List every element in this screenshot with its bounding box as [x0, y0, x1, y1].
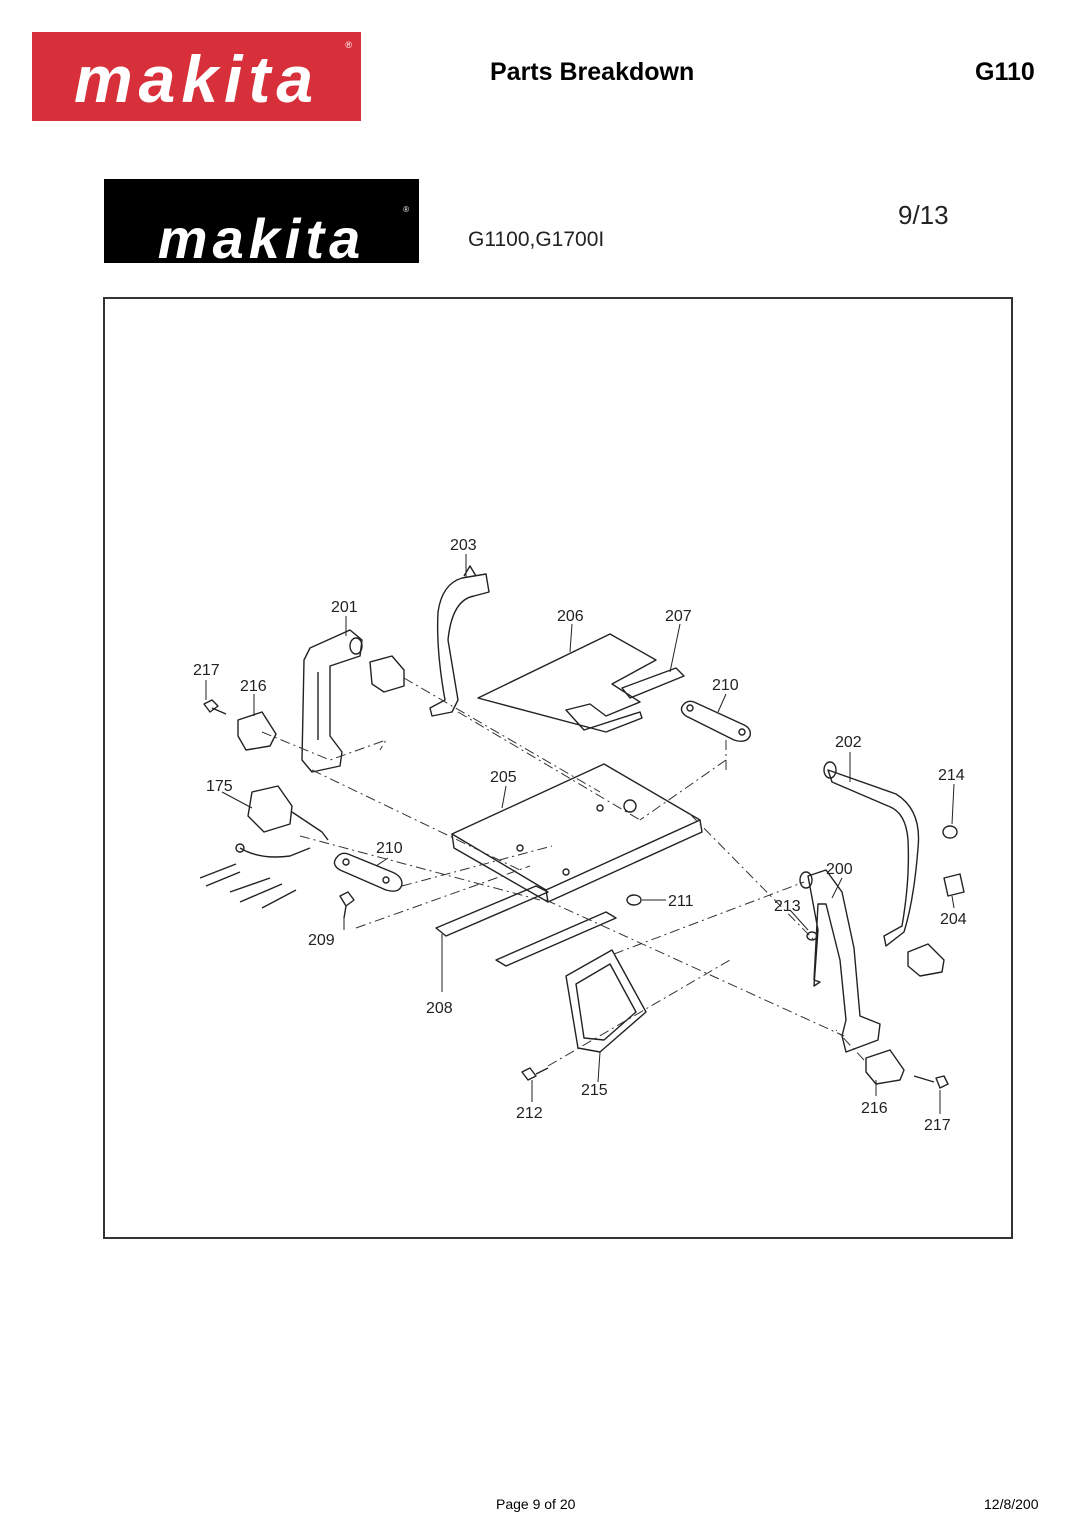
- part-label-175: 175: [206, 778, 233, 795]
- part-214-nut: [942, 825, 958, 839]
- part-215-panel: [565, 949, 647, 1053]
- part-label-201: 201: [331, 599, 358, 616]
- logo-wordmark-diagram: makita: [157, 207, 366, 264]
- part-216-block-left: [237, 711, 277, 751]
- part-200-right-frame: [799, 869, 881, 1053]
- part-label-208: 208: [426, 1000, 453, 1017]
- part-label-205: 205: [490, 769, 517, 786]
- part-175-component: [199, 785, 329, 909]
- part-label-217-left: 217: [193, 662, 220, 679]
- part-label-216-right: 216: [861, 1100, 888, 1117]
- part-210-link-upper: [680, 700, 752, 743]
- part-label-202: 202: [835, 734, 862, 751]
- part-label-206: 206: [557, 608, 584, 625]
- part-217-bolt-left: [203, 699, 227, 715]
- model-list: G1100,G1700I: [468, 228, 605, 251]
- part-label-215: 215: [581, 1082, 608, 1099]
- part-label-209: 209: [308, 932, 335, 949]
- part-211-nut: [626, 894, 642, 906]
- footer-page-number: Page 9 of 20: [496, 1496, 576, 1512]
- leader-lines: [205, 554, 955, 1114]
- part-209-bolt: [339, 891, 355, 919]
- footer-date: 12/8/200: [984, 1496, 1039, 1512]
- logo-wordmark: makita: [73, 42, 320, 116]
- part-204-block: [907, 943, 945, 977]
- part-label-214: 214: [938, 767, 965, 784]
- part-213-nut: [806, 931, 818, 941]
- part-208-strips: [435, 885, 617, 967]
- assembly-lines: [261, 677, 865, 1067]
- part-label-212: 212: [516, 1105, 543, 1122]
- part-206-plate: [477, 633, 657, 733]
- part-207-strip: [621, 667, 685, 699]
- part-label-217-right: 217: [924, 1117, 951, 1134]
- part-label-211: 211: [668, 893, 694, 910]
- part-label-216-left: 216: [240, 678, 267, 695]
- makita-logo-diagram: makita ®: [104, 179, 419, 263]
- page-title: Parts Breakdown: [490, 58, 695, 86]
- part-203-handle-strap: [429, 565, 490, 717]
- part-label-207: 207: [665, 608, 692, 625]
- part-label-210-upper: 210: [712, 677, 739, 694]
- registered-mark-icon: ®: [403, 205, 409, 214]
- part-label-210-lower: 210: [376, 840, 403, 857]
- part-217-bolt-right: [913, 1075, 949, 1089]
- part-212-bolt: [521, 1067, 549, 1081]
- parts-diagram-frame: [103, 297, 1013, 1239]
- part-202-handle-strap: [823, 761, 920, 947]
- registered-mark-icon: ®: [345, 40, 352, 50]
- makita-logo: makita ®: [32, 32, 361, 121]
- part-204-pad: [943, 873, 965, 897]
- part-label-203: 203: [450, 537, 477, 554]
- sheet-page-number: 9/13: [898, 200, 949, 230]
- part-label-204: 204: [940, 911, 967, 928]
- model-number: G110: [975, 58, 1035, 86]
- part-201-left-frame: [301, 629, 363, 773]
- part-label-200: 200: [826, 861, 853, 878]
- part-201-mount-block: [369, 655, 405, 693]
- part-210-link-lower: [333, 852, 403, 892]
- part-216-block-right: [865, 1049, 905, 1085]
- part-label-213: 213: [774, 898, 801, 915]
